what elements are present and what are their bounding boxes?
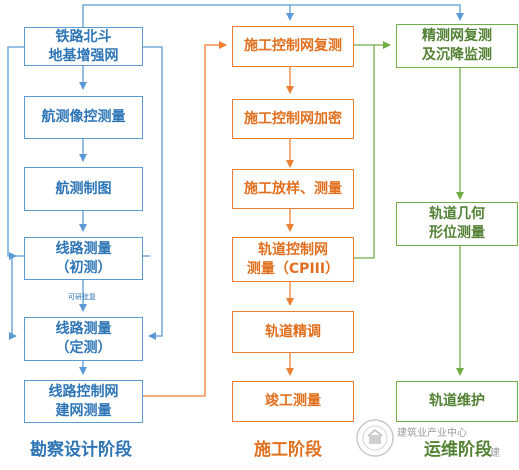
- watermark-seal-icon: [356, 419, 394, 457]
- phase-label-construction: 施工阶段: [254, 440, 322, 460]
- box-route-survey-final: 线路测量 （定测）: [24, 317, 143, 361]
- box-construction-control-densify: 施工控制网加密: [232, 99, 354, 139]
- phase-label-operation: 运维阶段: [424, 440, 492, 460]
- design-to-construction-line: [143, 41, 227, 397]
- top-feed-line: [82, 4, 464, 27]
- box-track-fine-adjustment: 轨道精调: [232, 311, 354, 353]
- box-beidou-augmentation: 铁路北斗 地基增强网: [24, 27, 143, 66]
- box-route-control-network: 线路控制网 建网测量: [24, 380, 143, 423]
- construction-to-operation-2: [354, 45, 375, 259]
- left-bypass-2: [9, 255, 24, 340]
- watermark-extra: 建: [490, 448, 500, 459]
- watermark-text: 建筑业产业中心: [397, 428, 467, 439]
- box-track-maintenance: 轨道维护: [396, 381, 518, 422]
- phase-label-design: 勘察设计阶段: [30, 440, 132, 460]
- box-construction-stakeout: 施工放样、测量: [232, 169, 354, 209]
- box-route-survey-preliminary: 线路测量 （初测）: [24, 237, 143, 280]
- left-bypass-1: [7, 46, 24, 260]
- feasibility-approval-note: 可研批复: [68, 293, 96, 301]
- box-aerial-control-survey: 航测像控测量: [24, 96, 143, 139]
- box-network-resurvey-settlement: 精测网复测 及沉降监测: [396, 24, 518, 68]
- box-track-control-network: 轨道控制网 测量（CPIII）: [232, 237, 354, 282]
- box-completion-survey: 竣工测量: [232, 381, 354, 422]
- box-aerial-mapping: 航测制图: [24, 167, 143, 211]
- box-track-geometry-survey: 轨道几何 形位测量: [396, 202, 518, 246]
- right-bypass-1: [143, 46, 163, 340]
- box-construction-control-resurvey: 施工控制网复测: [232, 26, 354, 67]
